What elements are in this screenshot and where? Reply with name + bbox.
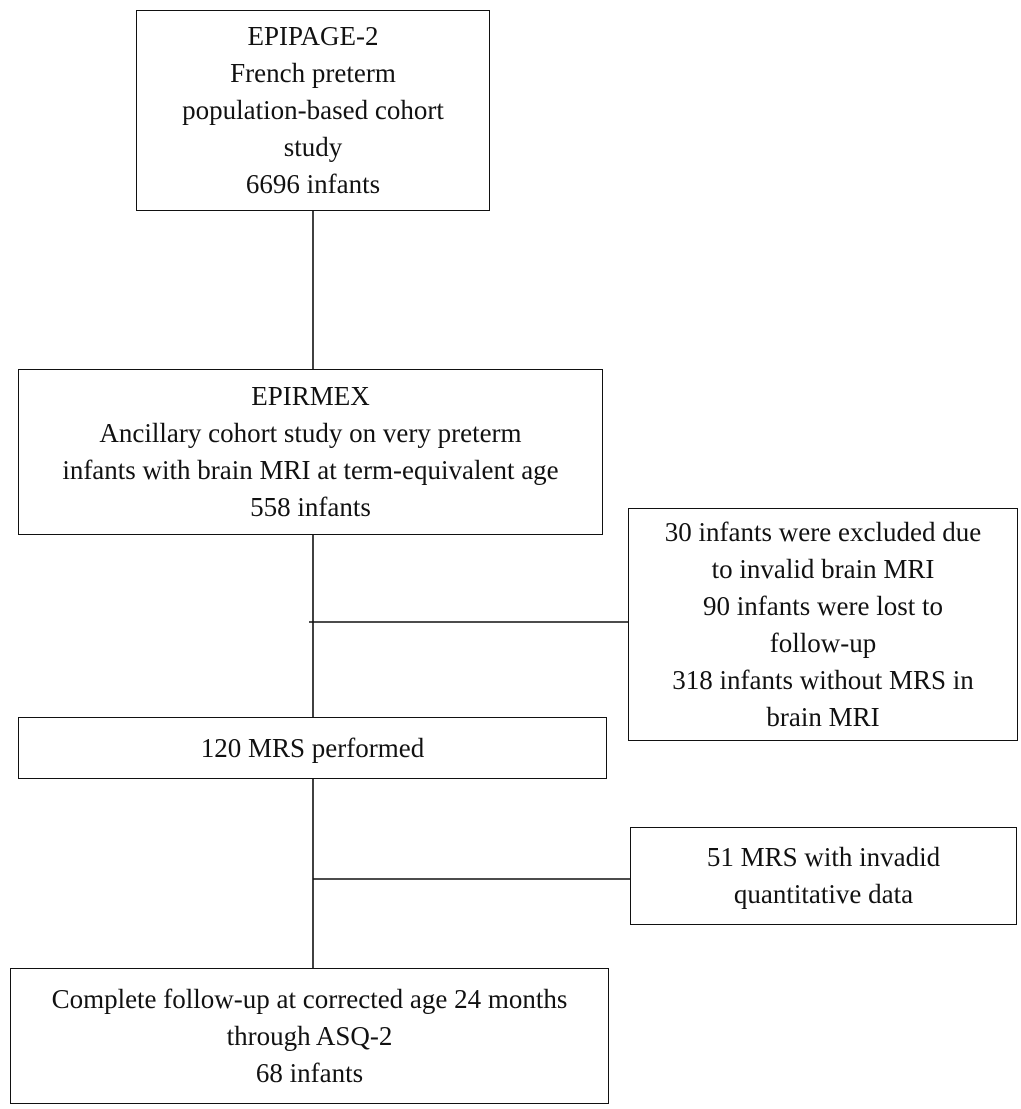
epirmex-count: 558 infants xyxy=(250,492,371,522)
mrs-performed-box: 120 MRS performed xyxy=(18,717,607,779)
epipage-line-2: French preterm xyxy=(230,58,396,88)
final-count: 68 infants xyxy=(255,1057,364,1088)
epirmex-line-2: Ancillary cohort study on very preterm xyxy=(99,418,522,448)
exclusion-2-line-2: quantitative data xyxy=(733,879,914,909)
final-line-2: through ASQ-2 xyxy=(226,1020,393,1051)
exclusion-1-line-4: follow-up xyxy=(769,627,877,658)
exclusion-1-line-3: 90 infants were lost to xyxy=(703,590,943,621)
exclusion-1-line-2: to invalid brain MRI xyxy=(711,553,935,584)
exclusion-2-line-1: 51 MRS with invadid xyxy=(706,842,941,872)
epirmex-title: EPIRMEX xyxy=(251,381,370,411)
epipage-title: EPIPAGE-2 xyxy=(247,21,379,51)
epirmex-cohort-box: EPIRMEX Ancillary cohort study on very p… xyxy=(18,369,603,535)
final-line-1: Complete follow-up at corrected age 24 m… xyxy=(51,983,568,1014)
exclusion-box-2: 51 MRS with invadid quantitative data xyxy=(630,827,1017,925)
epipage-count: 6696 infants xyxy=(245,169,381,199)
exclusion-1-line-6: brain MRI xyxy=(766,701,880,732)
exclusion-1-line-1: 30 infants were excluded due xyxy=(664,516,982,547)
epipage-line-4: study xyxy=(283,132,343,162)
epirmex-line-3: infants with brain MRI at term-equivalen… xyxy=(62,455,559,485)
epipage-2-cohort-box: EPIPAGE-2 French preterm population-base… xyxy=(136,10,490,211)
mrs-performed-label: 120 MRS performed xyxy=(200,732,425,763)
epipage-line-3: population-based cohort xyxy=(182,95,444,125)
exclusion-box-1: 30 infants were excluded due to invalid … xyxy=(628,508,1018,741)
exclusion-1-line-5: 318 infants without MRS in xyxy=(672,664,974,695)
final-follow-up-box: Complete follow-up at corrected age 24 m… xyxy=(10,968,609,1104)
